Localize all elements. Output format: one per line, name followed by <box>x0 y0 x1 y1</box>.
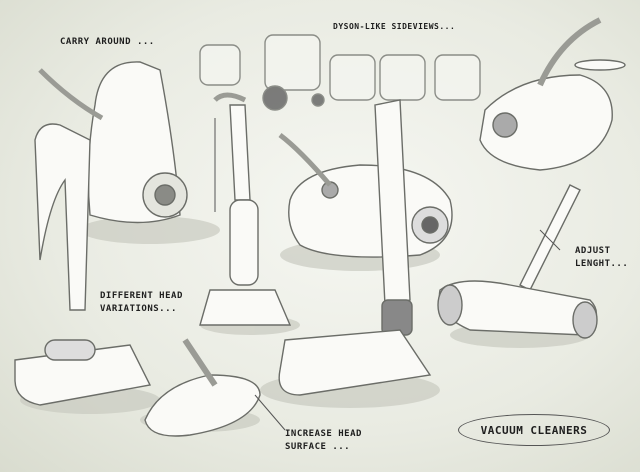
label-line: DIFFERENT HEAD <box>100 291 183 301</box>
label-line: ADJUST <box>575 246 611 256</box>
dyson-sideviews <box>199 34 481 111</box>
title-text: VACUUM CLEANERS <box>480 423 588 437</box>
carry-around-vacuum <box>38 61 188 224</box>
label-line: VARIATIONS... <box>100 304 177 314</box>
label-dyson-sideviews: DYSON-LIKE SIDEVIEWS... <box>333 22 456 31</box>
left-handheld <box>14 123 152 406</box>
right-stick <box>437 184 598 339</box>
label-adjust-length: ADJUST LENGHT... <box>575 245 628 271</box>
stick-vacuum-center <box>278 99 432 396</box>
title-badge: VACUUM CLEANERS <box>458 414 610 446</box>
top-right-canister <box>479 17 626 171</box>
label-increase-head: INCREASE HEAD SURFACE ... <box>285 428 362 454</box>
label-line: INCREASE HEAD <box>285 429 362 439</box>
label-line: LENGHT... <box>575 259 629 269</box>
label-carry-around: CARRY AROUND ... <box>60 37 155 47</box>
label-different-head: DIFFERENT HEAD VARIATIONS... <box>100 290 183 316</box>
center-canister <box>278 133 453 258</box>
bottom-head <box>144 338 261 437</box>
stick-vacuum-center-left <box>199 92 292 326</box>
label-line: SURFACE ... <box>285 442 351 452</box>
